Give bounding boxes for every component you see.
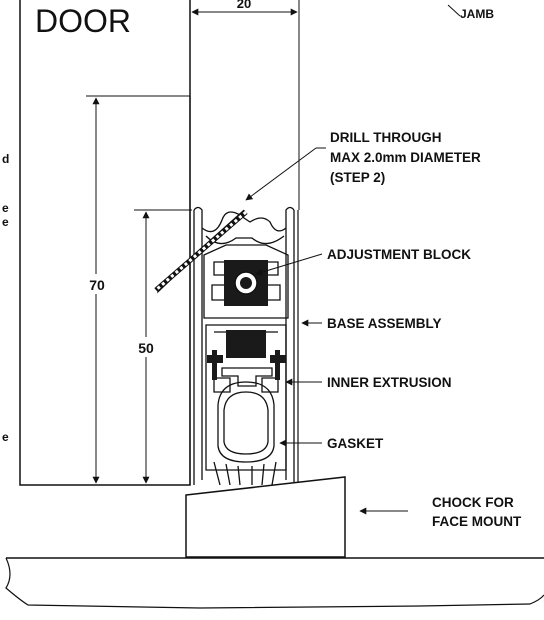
inner-extrusion-label: INNER EXTRUSION bbox=[327, 375, 452, 390]
jamb-label: JAMB bbox=[460, 7, 494, 21]
adjustment-block-callout: ADJUSTMENT BLOCK bbox=[255, 247, 471, 276]
svg-text:d: d bbox=[2, 152, 9, 166]
jamb-callout: JAMB bbox=[447, 4, 494, 21]
adjustment-block-label: ADJUSTMENT BLOCK bbox=[327, 247, 471, 262]
dimension-70: 70 bbox=[84, 95, 190, 484]
gasket-callout: GASKET bbox=[279, 436, 384, 451]
base-assembly-label: BASE ASSEMBLY bbox=[327, 316, 442, 331]
dimension-top: 20 bbox=[189, 0, 300, 210]
drill-callout: DRILL THROUGH MAX 2.0mm DIAMETER (STEP 2… bbox=[245, 130, 481, 201]
door-title: DOOR bbox=[35, 3, 131, 39]
dimension-50-label: 50 bbox=[138, 340, 154, 356]
door-leaf: DOOR d e e e bbox=[2, 0, 191, 486]
drill-label-2: MAX 2.0mm DIAMETER bbox=[330, 150, 481, 165]
dimension-70-label: 70 bbox=[89, 277, 105, 293]
base-assembly-callout: BASE ASSEMBLY bbox=[301, 316, 442, 331]
chock-callout: CHOCK FOR FACE MOUNT bbox=[359, 495, 522, 529]
svg-text:e: e bbox=[2, 430, 9, 444]
drill-label-1: DRILL THROUGH bbox=[330, 130, 442, 145]
gasket-label: GASKET bbox=[327, 436, 384, 451]
floor bbox=[5, 557, 544, 609]
chock bbox=[185, 476, 346, 558]
base-block bbox=[207, 330, 286, 380]
door-channel bbox=[189, 96, 299, 485]
svg-text:e: e bbox=[2, 201, 9, 215]
drill-label-3: (STEP 2) bbox=[330, 170, 385, 185]
inner-extrusion-callout: INNER EXTRUSION bbox=[285, 375, 452, 390]
chock-label-2: FACE MOUNT bbox=[432, 514, 522, 529]
dimension-20-label: 20 bbox=[237, 0, 251, 11]
drill-bit bbox=[154, 209, 248, 294]
svg-text:e: e bbox=[2, 215, 9, 229]
adjustment-block bbox=[224, 260, 268, 306]
dimension-50: 50 bbox=[132, 209, 192, 484]
chock-label-1: CHOCK FOR bbox=[432, 495, 514, 510]
